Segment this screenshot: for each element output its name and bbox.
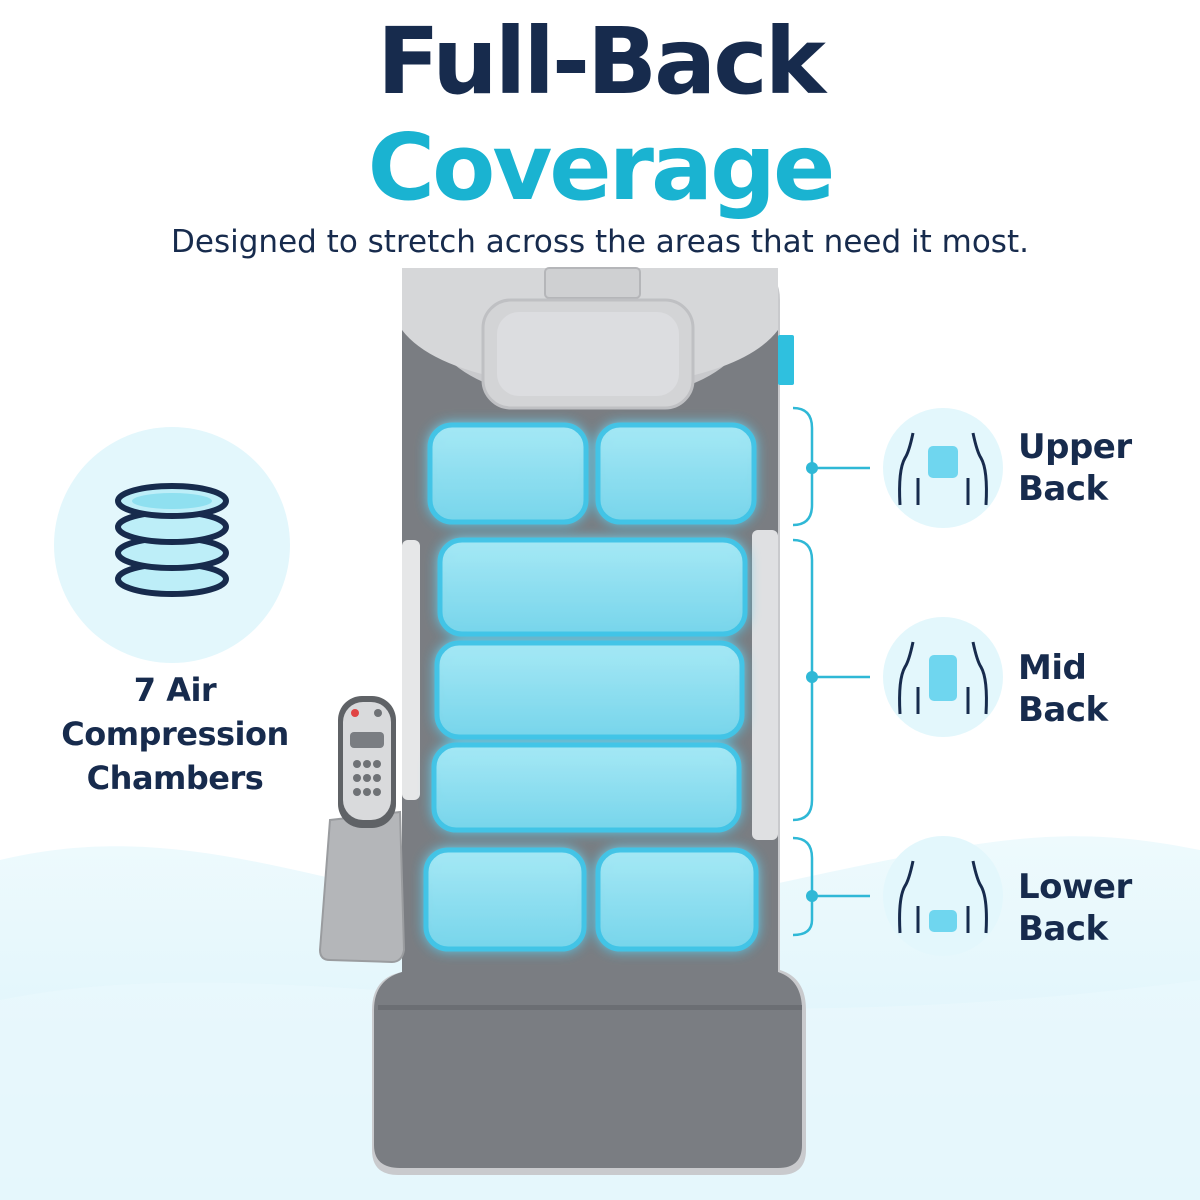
chamber-mid-1 <box>437 537 748 637</box>
zone-brackets <box>792 406 870 937</box>
zone-label-lower-line-2: Back <box>1018 909 1108 949</box>
subtitle: Designed to stretch across the areas tha… <box>171 224 1029 260</box>
chambers-label-line-3: Chambers <box>86 759 264 797</box>
remote-pocket <box>318 810 406 964</box>
zone-label-mid-line-2: Back <box>1018 690 1108 730</box>
zone-label-upper: Upper Back <box>1018 426 1188 510</box>
mid-back-icon <box>883 617 1003 737</box>
air-chambers <box>423 422 759 952</box>
chamber-upper-right <box>595 422 757 525</box>
zone-label-upper-line-1: Upper <box>1018 427 1132 467</box>
chamber-mid-2 <box>434 640 745 740</box>
title-line-2: Coverage <box>367 114 836 221</box>
head-pillow <box>481 298 695 410</box>
remote-control <box>338 696 396 828</box>
zone-label-upper-line-2: Back <box>1018 469 1108 509</box>
zone-label-lower: Lower Back <box>1018 866 1188 950</box>
upper-back-icon <box>883 408 1003 528</box>
chambers-label: 7 Air Compression Chambers <box>30 668 320 800</box>
zone-label-mid: Mid Back <box>1018 647 1188 731</box>
lower-back-icon <box>883 836 1003 956</box>
zone-label-lower-line-1: Lower <box>1018 867 1132 907</box>
air-chamber-stack-icon <box>115 483 229 597</box>
zone-label-mid-line-1: Mid <box>1018 648 1087 688</box>
chamber-lower-left <box>423 847 587 952</box>
chamber-mid-3 <box>431 742 742 833</box>
chambers-label-line-1: 7 Air <box>133 671 217 709</box>
chamber-upper-left <box>427 422 589 525</box>
chamber-lower-right <box>595 847 759 952</box>
chambers-label-line-2: Compression <box>61 715 289 753</box>
title-line-1: Full-Back <box>377 8 826 115</box>
